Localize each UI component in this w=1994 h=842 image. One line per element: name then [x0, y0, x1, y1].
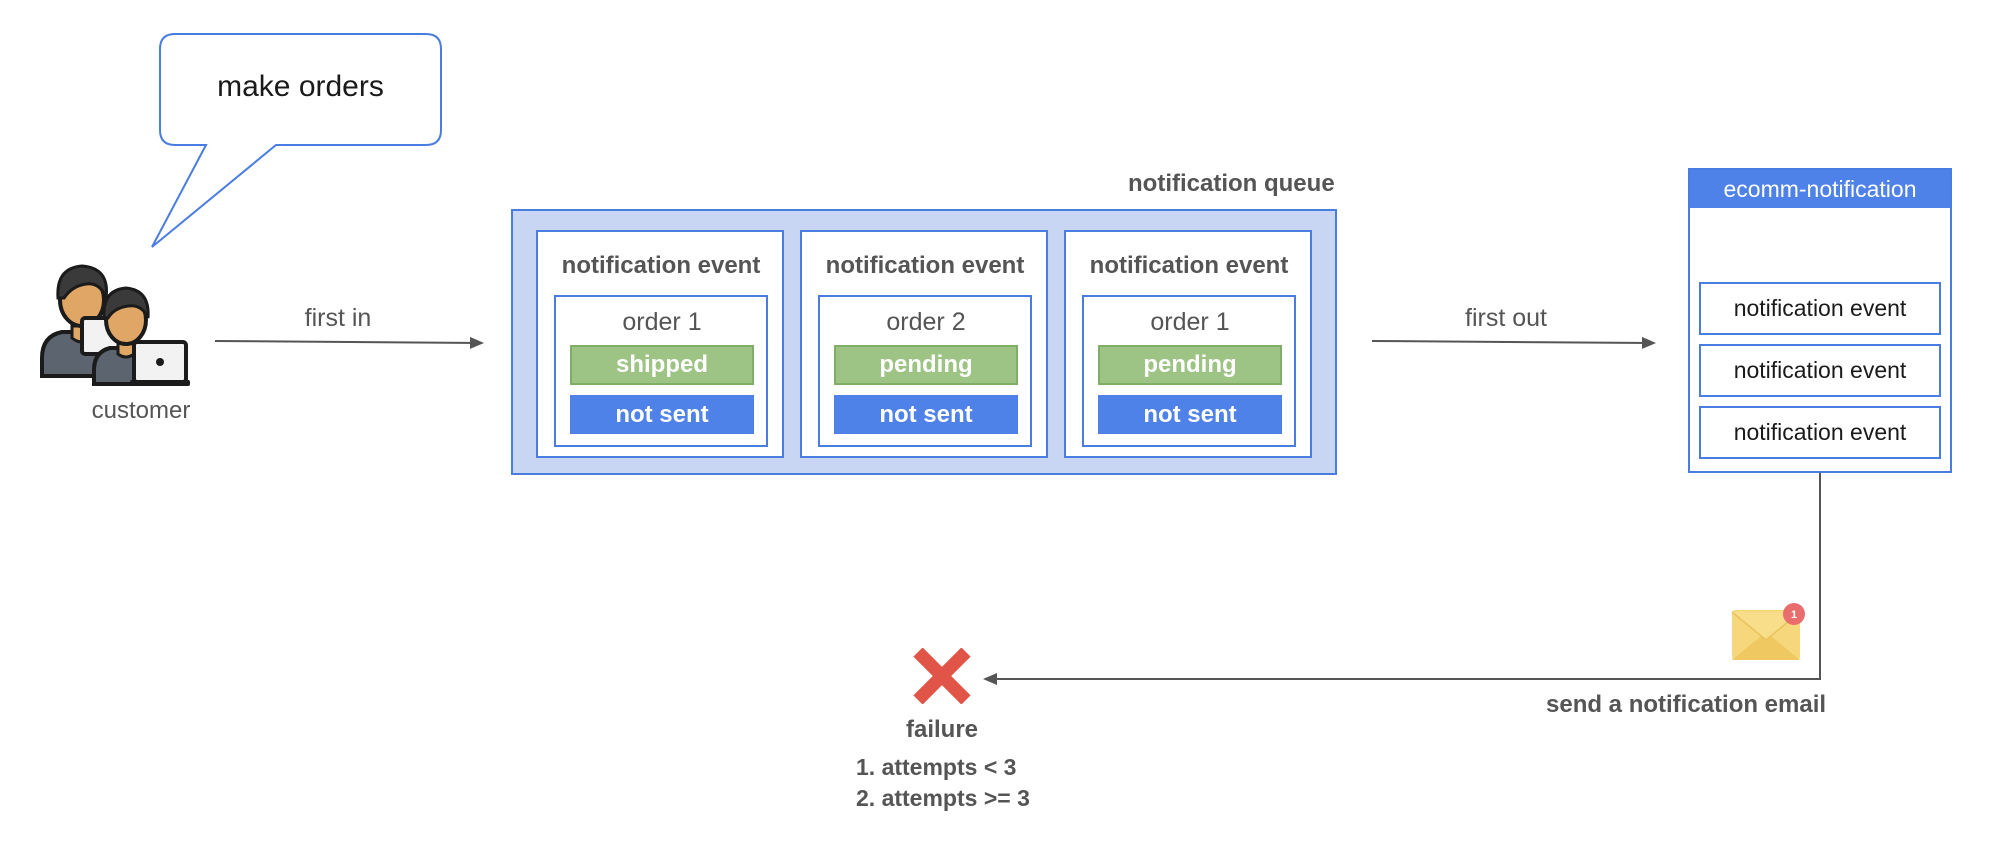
ecomm-event-item: notification event: [1699, 344, 1941, 397]
order-box: order 2 pending not sent: [818, 295, 1032, 447]
speech-bubble: [151, 33, 442, 248]
queue-event-card: notification event order 1 shipped not s…: [536, 230, 784, 458]
queue-event-card: notification event order 2 pending not s…: [800, 230, 1048, 458]
email-connector: [983, 462, 1821, 685]
customer-label: customer: [91, 397, 191, 424]
bubble-text: make orders: [217, 70, 384, 103]
sent-status-pill: not sent: [1098, 395, 1282, 434]
status-pill: pending: [834, 345, 1018, 385]
event-title: notification event: [825, 252, 1025, 279]
notification-badge: [1783, 603, 1805, 625]
order-box: order 1 pending not sent: [1082, 295, 1296, 447]
event-title: notification event: [1089, 252, 1289, 279]
first-out-arrow: [1371, 336, 1656, 349]
order-label: order 1: [622, 308, 702, 336]
mail-icon: 1: [1731, 603, 1805, 660]
first-in-label: first in: [304, 304, 372, 332]
notification-queue: notification event order 1 shipped not s…: [511, 209, 1337, 475]
order-box: order 1 shipped not sent: [554, 295, 768, 447]
customer-icon: [40, 264, 190, 386]
event-title: notification event: [561, 252, 761, 279]
order-label: order 1: [1150, 308, 1230, 336]
ecomm-notification-service: ecomm-notification notification event no…: [1688, 168, 1952, 473]
queue-event-card: notification event order 1 pending not s…: [1064, 230, 1312, 458]
badge-count: 1: [1791, 609, 1797, 621]
first-out-label: first out: [1465, 304, 1547, 332]
status-pill: shipped: [570, 345, 754, 385]
failure-x-icon: [913, 648, 971, 704]
order-label: order 2: [886, 308, 966, 336]
attempt-item: 2. attempts >= 3: [856, 785, 1030, 811]
ecomm-event-item: notification event: [1699, 406, 1941, 459]
ecomm-notification-title: ecomm-notification: [1690, 170, 1950, 208]
attempt-item: 1. attempts < 3: [856, 754, 1017, 780]
email-label: send a notification email: [1546, 691, 1827, 718]
status-pill: pending: [1098, 345, 1282, 385]
ecomm-event-item: notification event: [1699, 282, 1941, 335]
first-in-arrow: [214, 336, 484, 349]
sent-status-pill: not sent: [570, 395, 754, 434]
failure-label: failure: [905, 716, 979, 743]
sent-status-pill: not sent: [834, 395, 1018, 434]
queue-title: notification queue: [1128, 170, 1335, 197]
